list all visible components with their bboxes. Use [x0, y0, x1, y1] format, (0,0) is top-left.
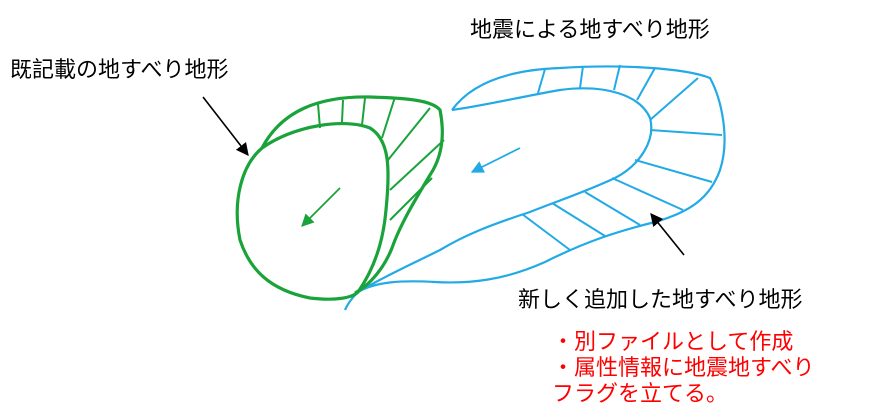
new-landslide-flow-arrow — [470, 147, 521, 173]
existing-landslide-body — [235, 121, 390, 301]
existing-landslide-hachures — [317, 96, 445, 221]
existing-landslide-flow-arrow — [301, 187, 341, 227]
note-line-3: フラグを立てる。 — [552, 382, 729, 407]
new-landslide-hachures — [521, 64, 723, 251]
new-landslide-crown — [357, 65, 726, 293]
existing-pointer-arrow — [202, 96, 249, 157]
new-landslide-label: 新しく追加した地すべり地形 — [518, 288, 803, 313]
earthquake-landslide-label: 地震による地すべり地形 — [470, 18, 710, 43]
note-line-1: ・別ファイルとして作成 — [552, 330, 794, 355]
new-landslide-body — [343, 87, 653, 311]
existing-landslide-label: 既記載の地すべり地形 — [10, 58, 229, 83]
existing-landslide-crown — [260, 95, 444, 295]
notes-block: ・別ファイルとして作成 ・属性情報に地震地すべり フラグを立てる。 — [552, 330, 814, 408]
new-pointer-arrow — [650, 213, 685, 256]
note-line-2: ・属性情報に地震地すべり — [552, 356, 815, 381]
